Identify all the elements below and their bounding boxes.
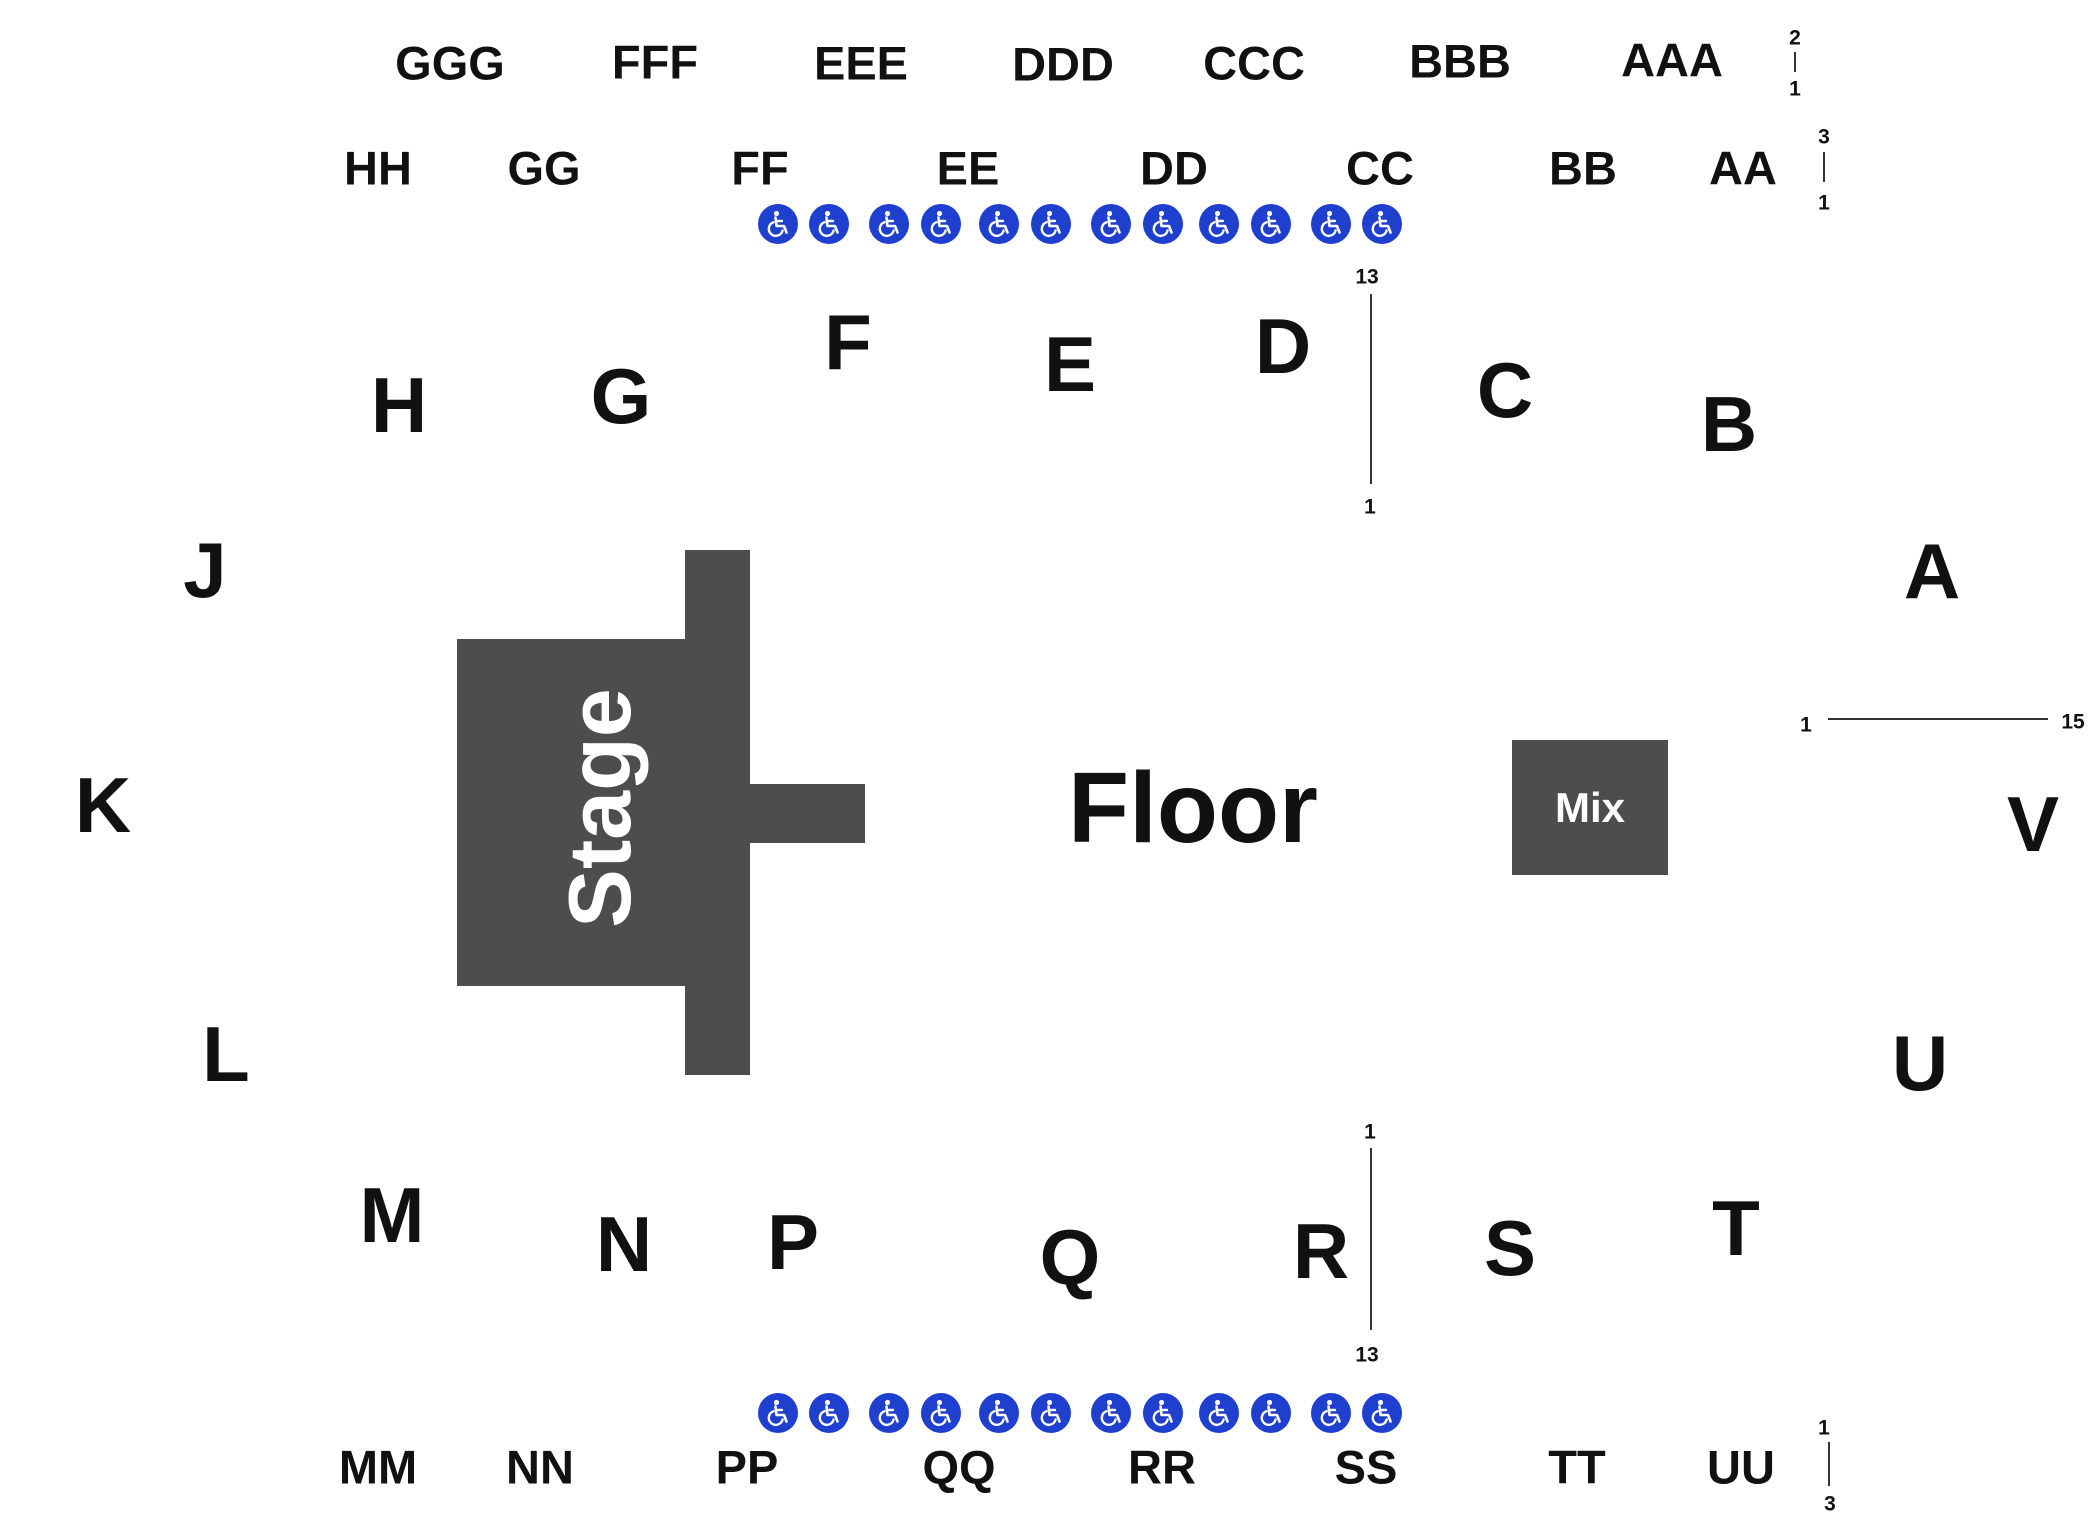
section-r[interactable]: R bbox=[1292, 1207, 1350, 1295]
row-range-line-r bbox=[1370, 1148, 1372, 1330]
section-qq[interactable]: QQ bbox=[922, 1440, 996, 1494]
section-mm[interactable]: MM bbox=[338, 1440, 418, 1494]
section-q[interactable]: Q bbox=[1039, 1213, 1101, 1301]
section-fff[interactable]: FFF bbox=[611, 35, 699, 89]
section-ddd[interactable]: DDD bbox=[1012, 37, 1114, 91]
row-label-r-top: 1 bbox=[1364, 1120, 1376, 1144]
wheelchair-icon[interactable] bbox=[979, 1393, 1019, 1433]
section-nn[interactable]: NN bbox=[506, 1440, 574, 1494]
stage-wing bbox=[685, 550, 750, 1075]
row-label-aa-bottom: 1 bbox=[1818, 191, 1830, 215]
wheelchair-icon[interactable] bbox=[809, 1393, 849, 1433]
section-hh[interactable]: HH bbox=[344, 141, 412, 195]
section-pp[interactable]: PP bbox=[715, 1440, 779, 1494]
wheelchair-icon[interactable] bbox=[921, 204, 961, 244]
section-d[interactable]: D bbox=[1254, 302, 1312, 390]
section-e[interactable]: E bbox=[1043, 320, 1097, 408]
section-k[interactable]: K bbox=[74, 761, 132, 849]
section-c[interactable]: C bbox=[1476, 346, 1534, 434]
section-dd[interactable]: DD bbox=[1140, 141, 1208, 195]
mix-position: Mix bbox=[1512, 740, 1668, 875]
row-label-a-left: 1 bbox=[1800, 713, 1812, 737]
section-f[interactable]: F bbox=[824, 298, 872, 386]
wheelchair-icon[interactable] bbox=[1362, 204, 1402, 244]
stage-label: Stage bbox=[550, 688, 649, 928]
stage-main bbox=[457, 639, 687, 986]
wheelchair-icon[interactable] bbox=[1143, 1393, 1183, 1433]
row-range-line-a bbox=[1828, 718, 2048, 720]
section-ccc[interactable]: CCC bbox=[1203, 36, 1305, 90]
wheelchair-icon[interactable] bbox=[1311, 204, 1351, 244]
section-aa[interactable]: AA bbox=[1709, 141, 1777, 195]
section-b[interactable]: B bbox=[1700, 380, 1758, 468]
row-range-line-aaa bbox=[1794, 52, 1796, 72]
section-ggg[interactable]: GGG bbox=[395, 36, 505, 90]
row-label-aa-top: 3 bbox=[1818, 125, 1830, 149]
section-a[interactable]: A bbox=[1903, 527, 1961, 615]
wheelchair-icon[interactable] bbox=[1311, 1393, 1351, 1433]
wheelchair-icon[interactable] bbox=[1143, 204, 1183, 244]
wheelchair-icon[interactable] bbox=[869, 1393, 909, 1433]
row-label-uu-bottom: 3 bbox=[1824, 1492, 1836, 1516]
section-g[interactable]: G bbox=[590, 352, 652, 440]
row-label-d-top: 13 bbox=[1355, 265, 1379, 289]
row-range-line-aa bbox=[1823, 152, 1825, 182]
wheelchair-icon[interactable] bbox=[758, 1393, 798, 1433]
wheelchair-icon[interactable] bbox=[1031, 204, 1071, 244]
wheelchair-icon[interactable] bbox=[758, 204, 798, 244]
wheelchair-icon[interactable] bbox=[1251, 1393, 1291, 1433]
wheelchair-icon[interactable] bbox=[1091, 1393, 1131, 1433]
section-s[interactable]: S bbox=[1483, 1204, 1537, 1292]
wheelchair-icon[interactable] bbox=[1199, 204, 1239, 244]
section-tt[interactable]: TT bbox=[1548, 1440, 1606, 1494]
row-label-aaa-bottom: 1 bbox=[1789, 77, 1801, 101]
section-bb[interactable]: BB bbox=[1549, 141, 1617, 195]
section-gg[interactable]: GG bbox=[507, 141, 581, 195]
row-label-aaa-top: 2 bbox=[1789, 26, 1801, 50]
section-v[interactable]: V bbox=[2006, 780, 2060, 868]
section-bbb[interactable]: BBB bbox=[1409, 34, 1511, 88]
floor-section[interactable]: Floor bbox=[1068, 752, 1318, 864]
row-label-uu-top: 1 bbox=[1818, 1416, 1830, 1440]
wheelchair-icon[interactable] bbox=[1199, 1393, 1239, 1433]
section-uu[interactable]: UU bbox=[1707, 1440, 1775, 1494]
wheelchair-icon[interactable] bbox=[1251, 204, 1291, 244]
row-range-line-uu bbox=[1828, 1442, 1830, 1486]
section-j[interactable]: J bbox=[183, 526, 227, 614]
wheelchair-icon[interactable] bbox=[979, 204, 1019, 244]
wheelchair-icon[interactable] bbox=[869, 204, 909, 244]
section-u[interactable]: U bbox=[1891, 1019, 1949, 1107]
stage-thrust bbox=[748, 784, 865, 843]
section-l[interactable]: L bbox=[202, 1010, 250, 1098]
section-m[interactable]: M bbox=[359, 1171, 425, 1259]
section-t[interactable]: T bbox=[1712, 1184, 1760, 1272]
section-h[interactable]: H bbox=[370, 361, 428, 449]
wheelchair-icon[interactable] bbox=[809, 204, 849, 244]
row-range-line-d bbox=[1370, 294, 1372, 484]
mix-label: Mix bbox=[1554, 783, 1625, 831]
wheelchair-icon[interactable] bbox=[1031, 1393, 1071, 1433]
wheelchair-icon[interactable] bbox=[921, 1393, 961, 1433]
section-cc[interactable]: CC bbox=[1346, 141, 1414, 195]
section-n[interactable]: N bbox=[595, 1200, 653, 1288]
section-ss[interactable]: SS bbox=[1334, 1440, 1398, 1494]
wheelchair-icon[interactable] bbox=[1091, 204, 1131, 244]
section-rr[interactable]: RR bbox=[1128, 1440, 1196, 1494]
section-eee[interactable]: EEE bbox=[813, 36, 909, 90]
wheelchair-icon[interactable] bbox=[1362, 1393, 1402, 1433]
section-ee[interactable]: EE bbox=[936, 141, 1000, 195]
section-aaa[interactable]: AAA bbox=[1621, 33, 1723, 87]
section-p[interactable]: P bbox=[766, 1198, 820, 1286]
row-label-r-bottom: 13 bbox=[1355, 1343, 1379, 1367]
section-ff[interactable]: FF bbox=[731, 141, 789, 195]
row-label-a-right: 15 bbox=[2061, 710, 2085, 734]
row-label-d-bottom: 1 bbox=[1364, 495, 1376, 519]
